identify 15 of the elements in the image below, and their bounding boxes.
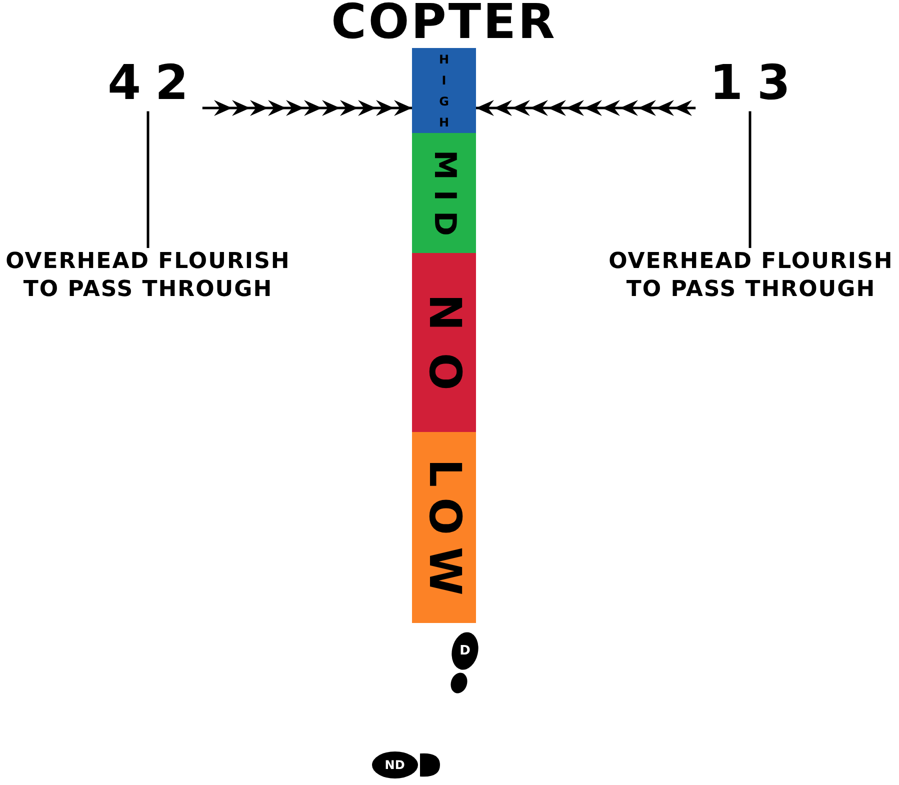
foot-label: D [460,644,470,658]
zone-label: LOW [422,459,466,608]
zone-label: NO [422,294,466,413]
title: COPTER [331,0,557,49]
note-text: OVERHEAD FLOURISH TO PASS THROUGH [601,248,899,304]
zone-band [412,133,476,253]
callout-number: 13 [696,56,804,112]
zone-band [412,432,476,623]
note-text: OVERHEAD FLOURISH TO PASS THROUGH [0,248,298,304]
zone-label: HIGH [438,52,450,136]
zone-label: MID [429,150,459,246]
zone-band [412,48,476,133]
foot-label: ND [384,759,405,771]
zone-band [412,253,476,432]
callout-number: 42 [94,56,202,112]
